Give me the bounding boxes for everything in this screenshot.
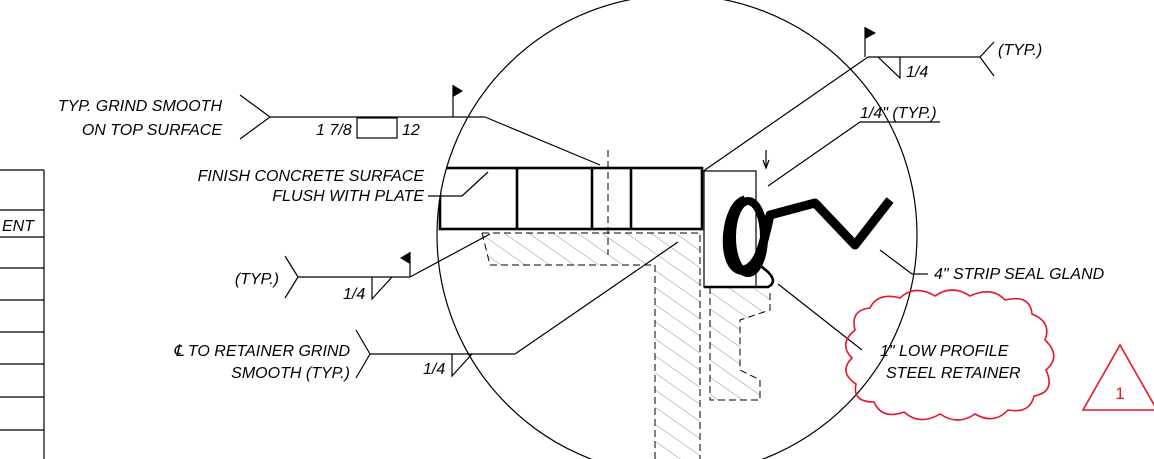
retainer-label-line2: STEEL RETAINER [886,365,1021,382]
left-weld-callout: (TYP.) 1/4 [235,233,491,303]
revision-cloud [844,289,1055,421]
grind-label-line1: TYP. GRIND SMOOTH [58,98,223,115]
typ-top-right-label: (TYP.) [998,42,1042,59]
finish-label-line2: FLUSH WITH PLATE [272,188,424,205]
table-header-fragment: ENT [2,218,35,235]
weld-left-label: 1/4 [343,286,365,303]
weld-length-label: 1 7/8 [316,122,352,139]
quarter-typ-label: 1/4" (TYP.) [860,105,937,122]
weld-bottom-label: 1/4 [423,361,445,378]
cl-label-line1: ℄ TO RETAINER GRIND [173,343,350,360]
finish-label-line1: FINISH CONCRETE SURFACE [198,168,425,185]
seal-gland-callout: 4" STRIP SEAL GLAND [879,249,1105,283]
seal-gland-label: 4" STRIP SEAL GLAND [934,266,1105,283]
retainer-label-line1: 1" LOW PROFILE [880,343,1009,360]
quarter-typ-callout: 1/4" (TYP.) [762,105,940,187]
grind-callout: TYP. GRIND SMOOTH ON TOP SURFACE 1 7/8 1… [58,85,601,166]
revision-triangle [1081,343,1154,411]
grind-label-line2: ON TOP SURFACE [82,122,222,139]
plate [438,166,704,231]
revision-number: 1 [1115,384,1124,403]
top-right-weld-callout: (TYP.) 1/4 [701,27,1042,173]
detail-circle [436,0,918,459]
weld-top-right-label: 1/4 [906,64,928,81]
finish-concrete-callout: FINISH CONCRETE SURFACE FLUSH WITH PLATE [198,168,489,205]
typ-left-label: (TYP.) [235,271,279,288]
weld-pitch-label: 12 [402,122,420,139]
cl-label-line2: SMOOTH (TYP.) [231,365,350,382]
centerline-callout: ℄ TO RETAINER GRIND SMOOTH (TYP.) 1/4 [173,241,679,382]
detail-contents [438,150,894,459]
retainer-callout: 1" LOW PROFILE STEEL RETAINER 1 [777,283,1154,421]
strip-seal-gland [722,195,894,275]
partial-table: ENT [0,169,45,459]
